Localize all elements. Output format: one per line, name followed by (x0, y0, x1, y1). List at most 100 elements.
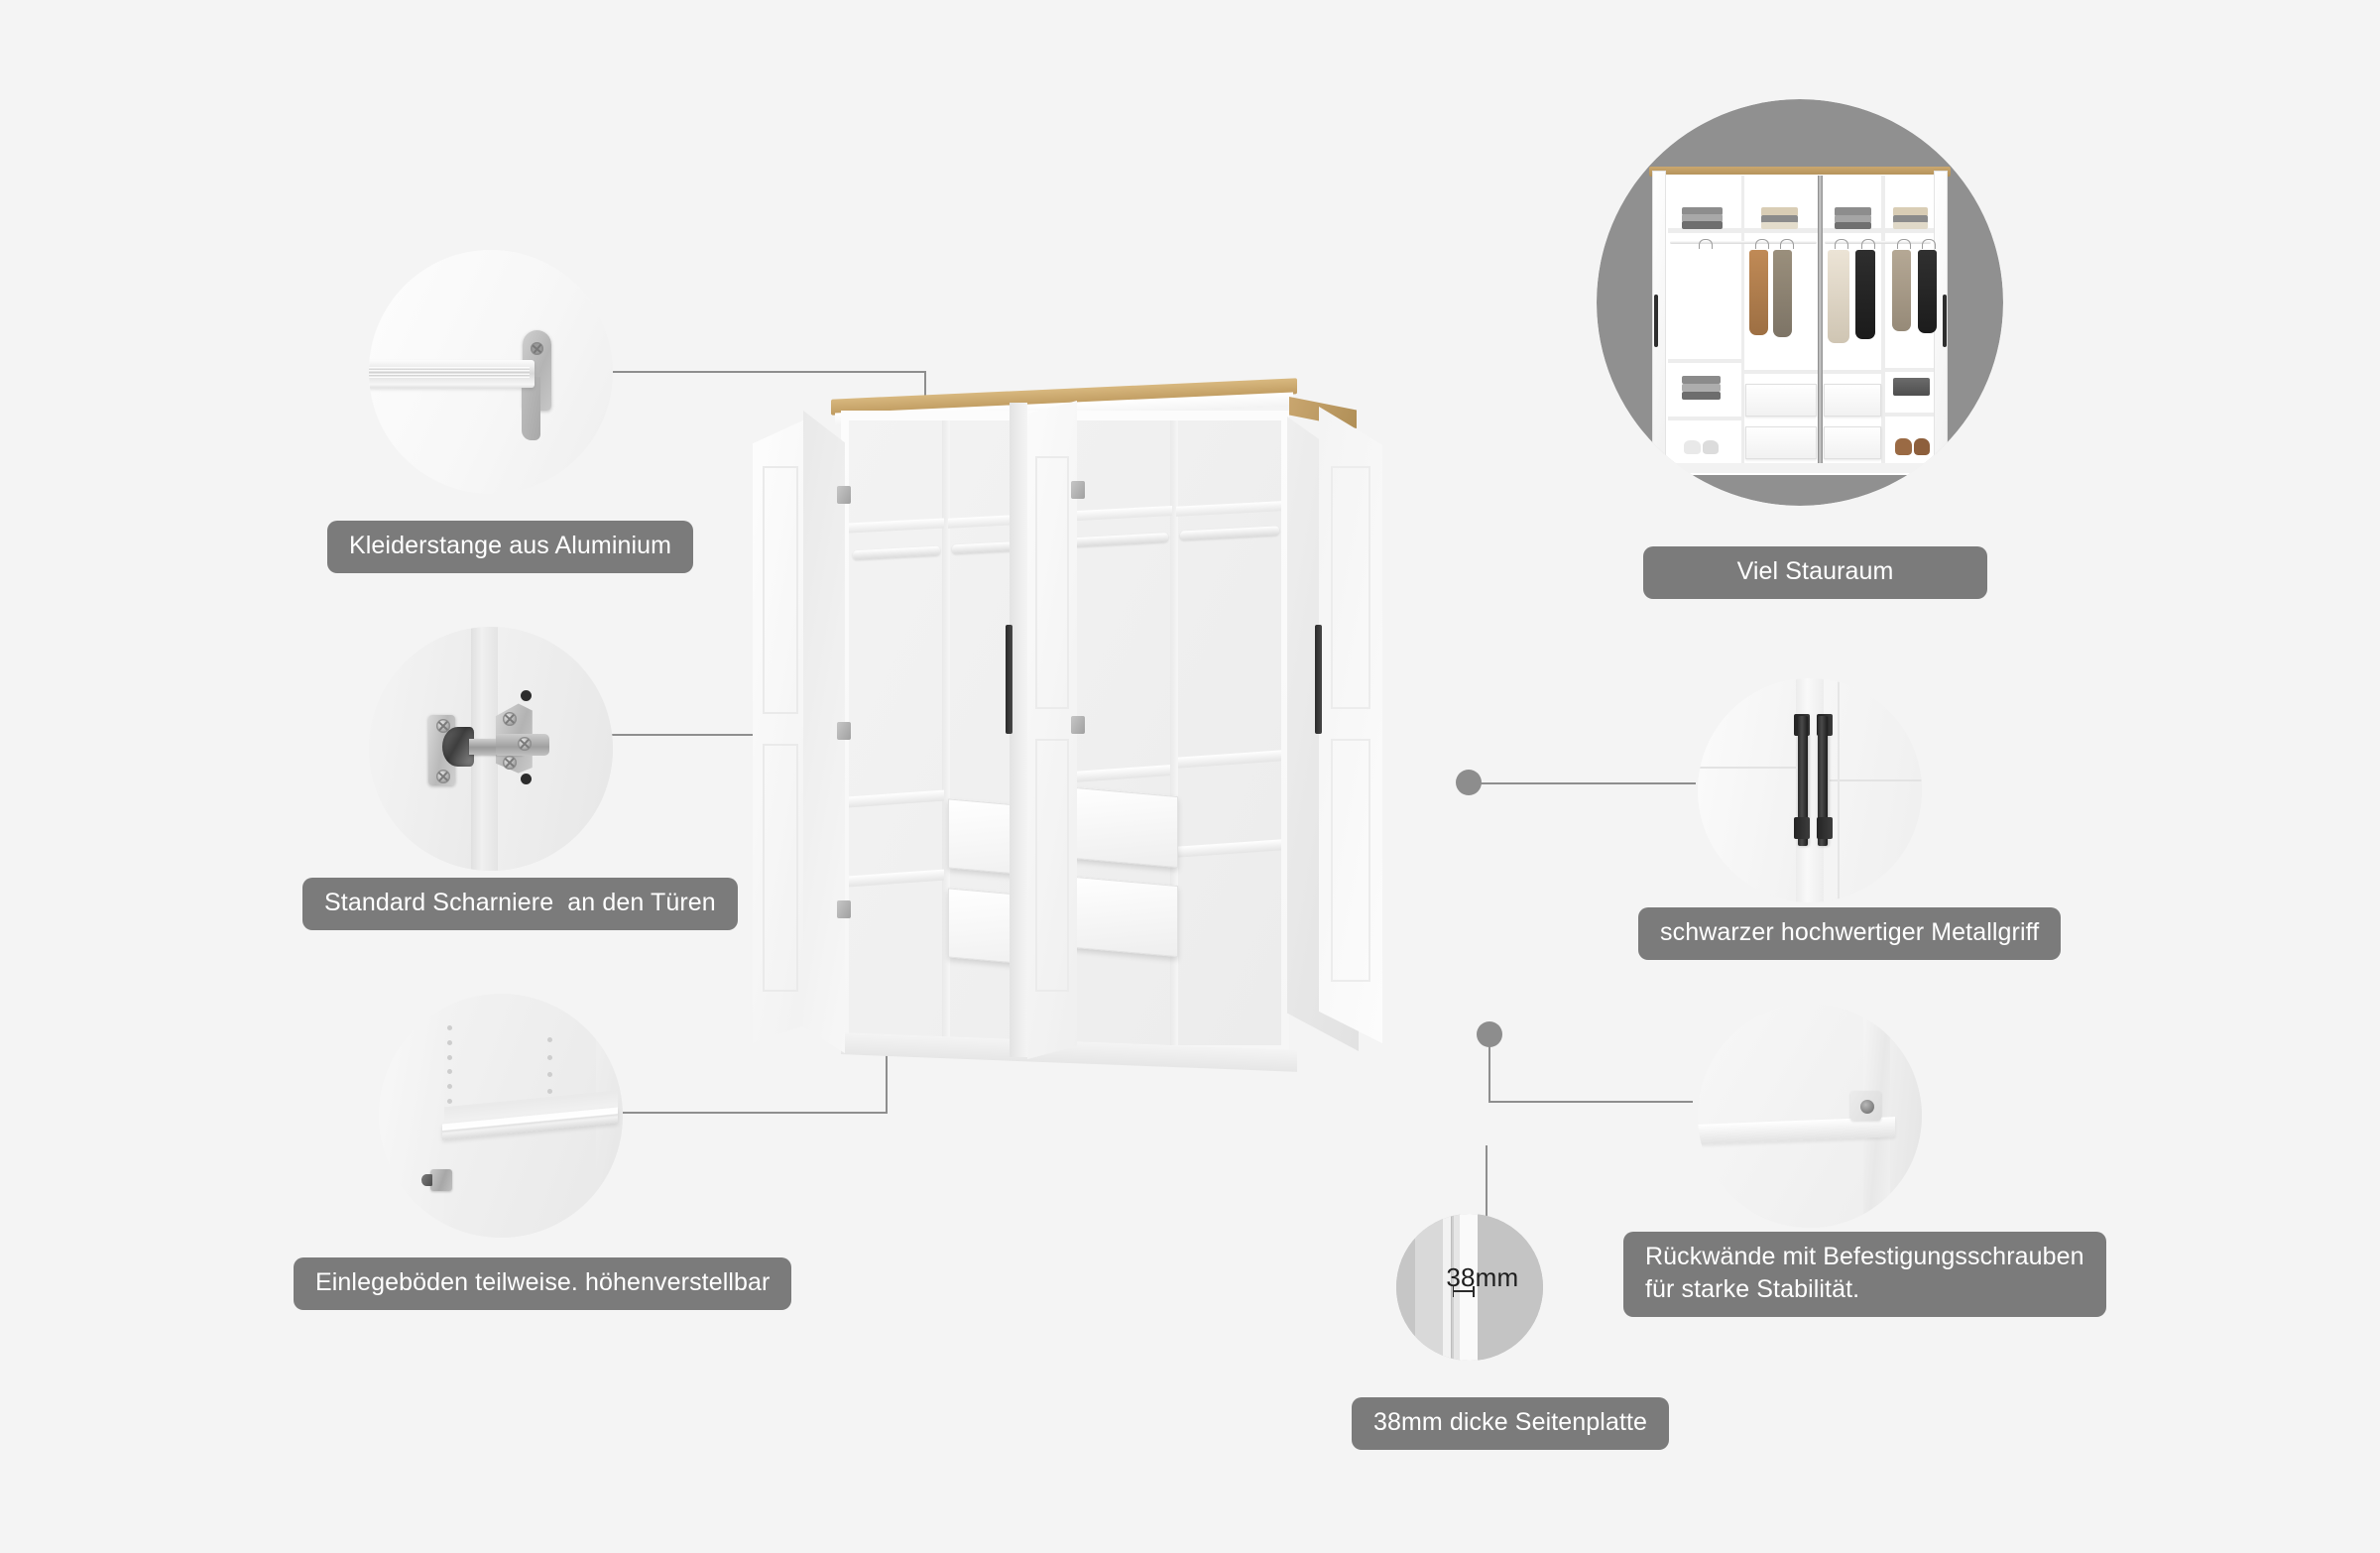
clothes-hanger-icon (1698, 239, 1713, 250)
wardrobe-handle-black[interactable] (1315, 625, 1322, 734)
callout-dot-backpanel (1477, 1021, 1502, 1047)
folded-clothes (1682, 375, 1722, 384)
dimension-cap-right (1473, 1285, 1476, 1298)
clothes-hanger-icon (1779, 239, 1794, 250)
black-metal-handle-detail (1698, 678, 1922, 902)
wardrobe-divider (942, 420, 950, 1045)
clothes-hanger-icon (1834, 239, 1848, 250)
dimension-cap-left (1452, 1285, 1455, 1298)
clothes-hanger-icon (1860, 239, 1875, 250)
thickness-dimension-label: 38mm (1446, 1261, 1519, 1292)
folded-clothes (1682, 221, 1724, 229)
wardrobe-drawer (1823, 426, 1881, 459)
wardrobe-drawer-open[interactable] (1063, 785, 1178, 869)
shoe (1684, 440, 1701, 454)
shelf-peg-hole (446, 1084, 452, 1090)
hinge-cup (441, 726, 474, 768)
door-hinge-detail (369, 627, 613, 871)
wardrobe-drawer (1745, 426, 1817, 459)
full-wardrobe-storage-detail (1597, 99, 2003, 506)
folded-clothes (1682, 392, 1722, 401)
wardrobe-lower-shelf (1822, 369, 1881, 374)
wardrobe-door-left-open (1652, 170, 1667, 480)
leader-line-thickness (1486, 1145, 1488, 1256)
black-metal-handle-right[interactable] (1817, 716, 1828, 847)
door-hinge (1071, 481, 1085, 499)
callout-label-storage: Viel Stauraum (1643, 546, 1987, 599)
rail-screw-icon (531, 342, 544, 356)
shelf-peg-hole (446, 1098, 452, 1104)
hinge-screw-icon (518, 736, 533, 751)
shelf-peg-hole (546, 1037, 552, 1043)
hinge-screw-icon (435, 719, 450, 734)
callout-label-hinge: Standard Scharniere an den Türen (302, 878, 738, 930)
wardrobe-door-open-far-left[interactable] (753, 418, 807, 1043)
wardrobe-oak-top (1649, 166, 1951, 178)
wardrobe-door-open-mid-left[interactable] (1010, 403, 1027, 1057)
wardrobe-divider (1170, 420, 1178, 1045)
door-panel-inset (1035, 456, 1069, 709)
wardrobe-top-shelf (1822, 228, 1881, 233)
wardrobe-lower-shelf (1744, 369, 1819, 374)
folded-clothes (1761, 207, 1798, 216)
hinge-peg-hole (520, 773, 532, 784)
wardrobe-handle-black[interactable] (1006, 625, 1012, 734)
wardrobe-drawer-open[interactable] (1063, 875, 1178, 958)
folded-clothes (1893, 207, 1929, 216)
wardrobe-hanging-rail (1669, 240, 1818, 245)
wardrobe-lower-shelf (1884, 367, 1934, 372)
hanging-garment (1854, 249, 1876, 339)
hinge-screw-icon (435, 769, 450, 783)
back-panel-screw-detail (1698, 1004, 1922, 1228)
wardrobe-drawer (1823, 384, 1881, 417)
wardrobe-door-handle-right (1942, 294, 1947, 348)
shelf-circle-hinge (421, 1169, 452, 1192)
wardrobe-divider (1881, 176, 1885, 473)
hinge-screw-icon (503, 756, 518, 771)
wardrobe-lower-shelf (1667, 359, 1741, 364)
door-panel-inset (1331, 466, 1370, 709)
hanging-garment (1748, 249, 1768, 335)
callout-label-handle: schwarzer hochwertiger Metallgriff (1638, 907, 2062, 960)
shelf-peg-hole (446, 1069, 452, 1075)
door-hinge (837, 722, 851, 740)
side-panel-thickness-detail: 38mm (1396, 1214, 1543, 1361)
wardrobe-product-render (753, 377, 1567, 1150)
wardrobe-drawer (1745, 384, 1817, 417)
shoe (1913, 438, 1931, 455)
shelf-peg-hole (446, 1054, 452, 1060)
hanging-garment (1892, 249, 1912, 331)
wardrobe-door-handle-left (1653, 294, 1659, 348)
hanging-garment (1692, 250, 1713, 335)
folded-clothes (1834, 207, 1871, 216)
black-metal-handle-left[interactable] (1797, 716, 1808, 847)
fixing-screw-icon (1859, 1100, 1874, 1115)
callout-dot-handle (1456, 770, 1482, 795)
handle-foot-left-bottom (1794, 817, 1811, 840)
folded-clothes (1682, 384, 1722, 393)
folded-clothes (1682, 206, 1724, 215)
shoe (1702, 440, 1719, 454)
hanging-garment (1773, 249, 1793, 337)
callout-label-rail: Kleiderstange aus Aluminium (327, 521, 694, 573)
wardrobe-door-right-open (1934, 170, 1949, 480)
wardrobe-top-shelf (1884, 228, 1934, 233)
door-panel-inset (763, 744, 798, 992)
wardrobe-door-open-far-right[interactable] (1319, 407, 1382, 1043)
door-hinge (1071, 716, 1085, 734)
folded-clothes (1834, 222, 1871, 229)
wardrobe-top-shelf (1667, 228, 1741, 233)
wardrobe-door-open-mid-right[interactable] (1027, 401, 1077, 1059)
wardrobe-lower-shelf (1884, 412, 1934, 417)
door-hinge (837, 486, 851, 504)
door-panel-inset (1331, 739, 1370, 982)
rail-bracket-lower (521, 376, 541, 440)
wardrobe-base (1663, 462, 1937, 474)
wardrobe-hanging-rail (1824, 240, 1932, 245)
hanging-garment (1917, 249, 1937, 333)
leader-line-hinge (595, 734, 873, 736)
leader-line-rail-horizontal (599, 371, 925, 373)
folded-clothes (1834, 215, 1871, 224)
shelf-peg-hole (546, 1088, 552, 1094)
hanging-garment (1827, 249, 1849, 343)
